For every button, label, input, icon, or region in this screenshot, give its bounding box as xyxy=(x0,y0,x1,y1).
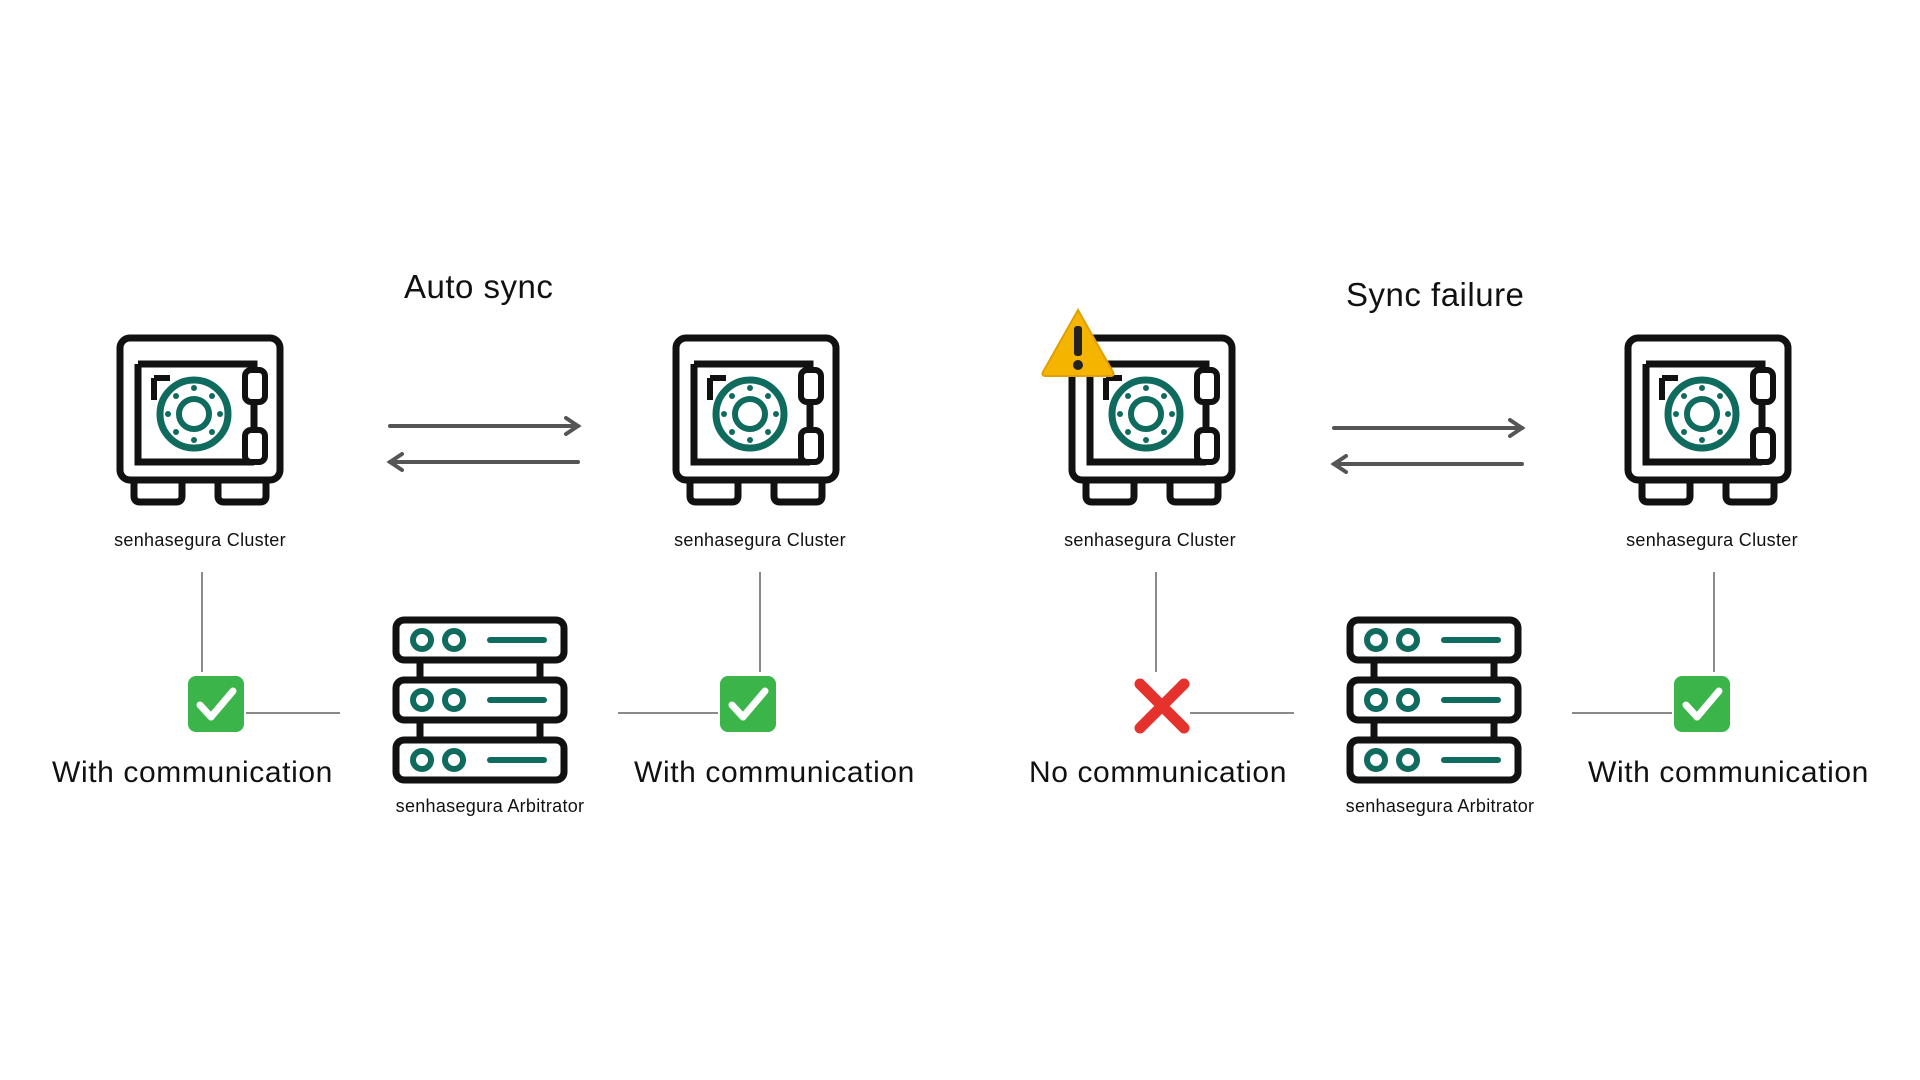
check-mark-icon xyxy=(718,674,778,734)
connector-line xyxy=(759,572,761,672)
check-mark-icon xyxy=(186,674,246,734)
cluster-label: senhasegura Cluster xyxy=(674,530,846,550)
arbitrator-label: senhasegura Arbitrator xyxy=(395,796,585,816)
connector-line xyxy=(246,712,340,714)
connector-line xyxy=(618,712,718,714)
communication-status-label: With communication xyxy=(634,756,915,789)
communication-status-label: With communication xyxy=(52,756,333,789)
connector-line xyxy=(1155,572,1157,672)
communication-status-label: With communication xyxy=(1588,756,1869,789)
connector-line xyxy=(1572,712,1672,714)
heading-auto-sync: Auto sync xyxy=(404,268,554,305)
connector-line xyxy=(201,572,203,672)
heading-sync-failure: Sync failure xyxy=(1346,276,1525,313)
arbitrator-server-icon xyxy=(1344,614,1524,784)
warning-icon xyxy=(1040,306,1116,378)
cluster-safe-icon xyxy=(110,330,290,510)
cluster-label: senhasegura Cluster xyxy=(1064,530,1236,550)
arbitrator-label: senhasegura Arbitrator xyxy=(1345,796,1535,816)
sync-arrows-left xyxy=(386,416,582,472)
cross-mark-icon xyxy=(1132,676,1192,736)
cluster-safe-icon xyxy=(1618,330,1798,510)
check-mark-icon xyxy=(1672,674,1732,734)
sync-arrows-right xyxy=(1330,418,1526,474)
arbitrator-server-icon xyxy=(390,614,570,784)
cluster-safe-icon xyxy=(666,330,846,510)
connector-line xyxy=(1190,712,1294,714)
cluster-label: senhasegura Cluster xyxy=(1626,530,1798,550)
communication-status-label: No communication xyxy=(1028,756,1288,789)
connector-line xyxy=(1713,572,1715,672)
cluster-label: senhasegura Cluster xyxy=(114,530,286,550)
